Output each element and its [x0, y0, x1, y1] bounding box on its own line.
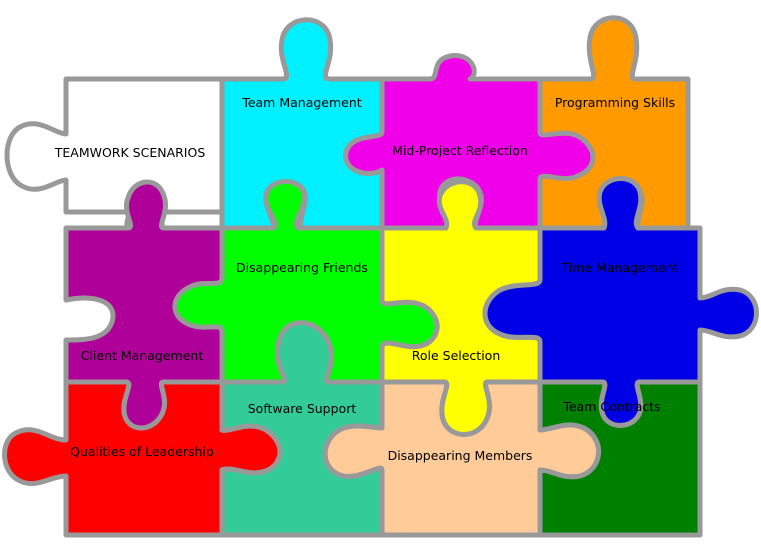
piece-shape [4, 76, 225, 247]
piece-label: Time Management [561, 260, 679, 275]
piece-label: Team Contracts [562, 399, 660, 414]
piece-label: Client Management [81, 348, 204, 363]
piece-team-contracts: Team Contracts [537, 379, 703, 538]
piece-label: Role Selection [412, 348, 501, 363]
piece-label: Mid-Project Reflection [392, 143, 528, 158]
piece-label: Disappearing Friends [236, 260, 368, 275]
piece-label: Qualities of Leadership [70, 444, 214, 459]
piece-label: Disappearing Members [388, 448, 533, 463]
piece-role-selection: Role Selection [379, 179, 543, 437]
piece-label: Software Support [248, 401, 357, 416]
piece-shape [537, 379, 703, 538]
piece-label: Team Management [241, 95, 361, 110]
piece-teamwork-scenarios: TEAMWORK SCENARIOS [4, 76, 225, 247]
piece-label: Programming Skills [555, 95, 675, 110]
piece-label: TEAMWORK SCENARIOS [54, 145, 206, 160]
